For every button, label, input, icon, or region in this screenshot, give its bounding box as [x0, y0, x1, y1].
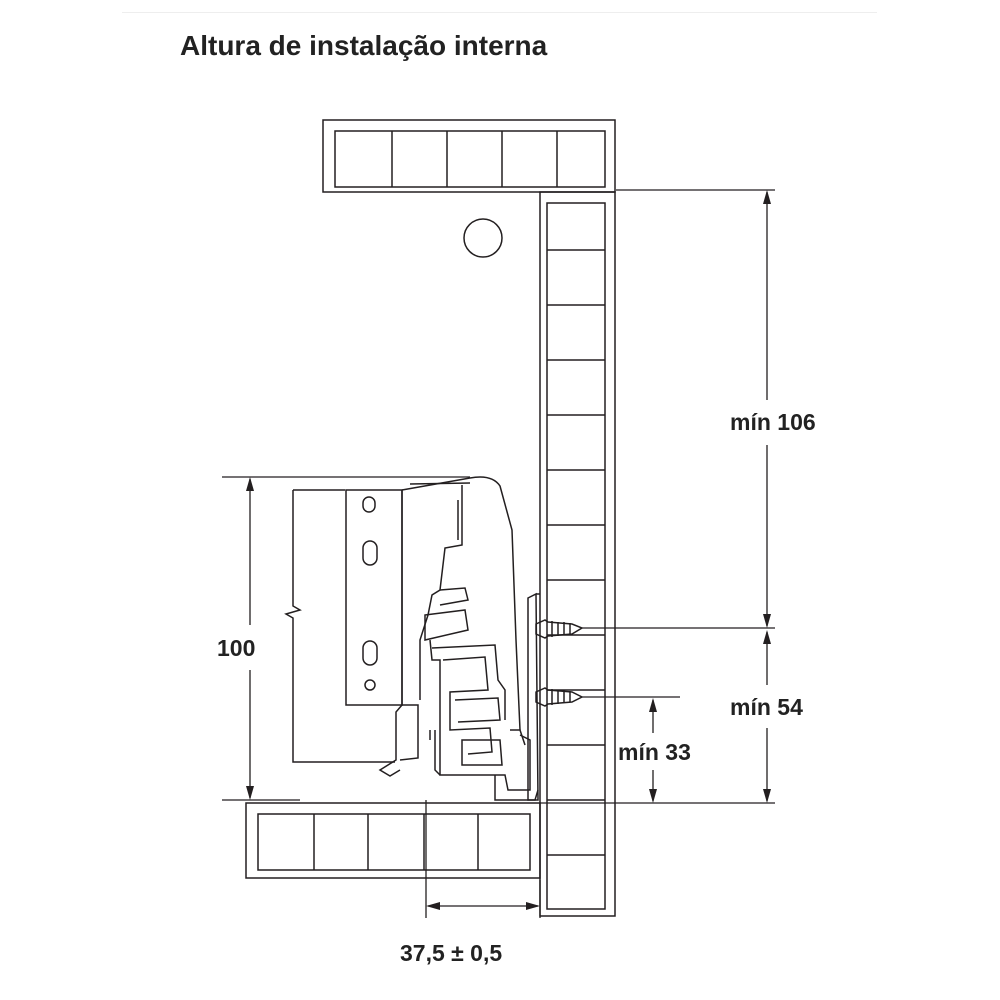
- mounting-plate: [527, 592, 540, 801]
- side-panel: [539, 191, 616, 917]
- top-panel: [322, 119, 616, 193]
- drawer-side: [284, 489, 360, 763]
- bracket-plate: [345, 489, 403, 706]
- dimension-min-106: mín 106: [730, 409, 816, 435]
- dimension-lines: [222, 189, 775, 918]
- top-rule: [122, 12, 877, 13]
- dimension-min-54: mín 54: [730, 694, 803, 720]
- bottom-panel: [245, 802, 541, 879]
- hole-circle: [463, 218, 503, 258]
- dimension-height-100: 100: [217, 635, 255, 661]
- dimension-offset: 37,5 ± 0,5: [400, 940, 502, 966]
- dimension-min-33: mín 33: [618, 739, 691, 765]
- arrowheads: [246, 190, 771, 910]
- page-title: Altura de instalação interna: [180, 30, 548, 61]
- screw-lower: [535, 687, 584, 707]
- runner-body: [360, 476, 539, 801]
- screw-upper: [535, 619, 584, 639]
